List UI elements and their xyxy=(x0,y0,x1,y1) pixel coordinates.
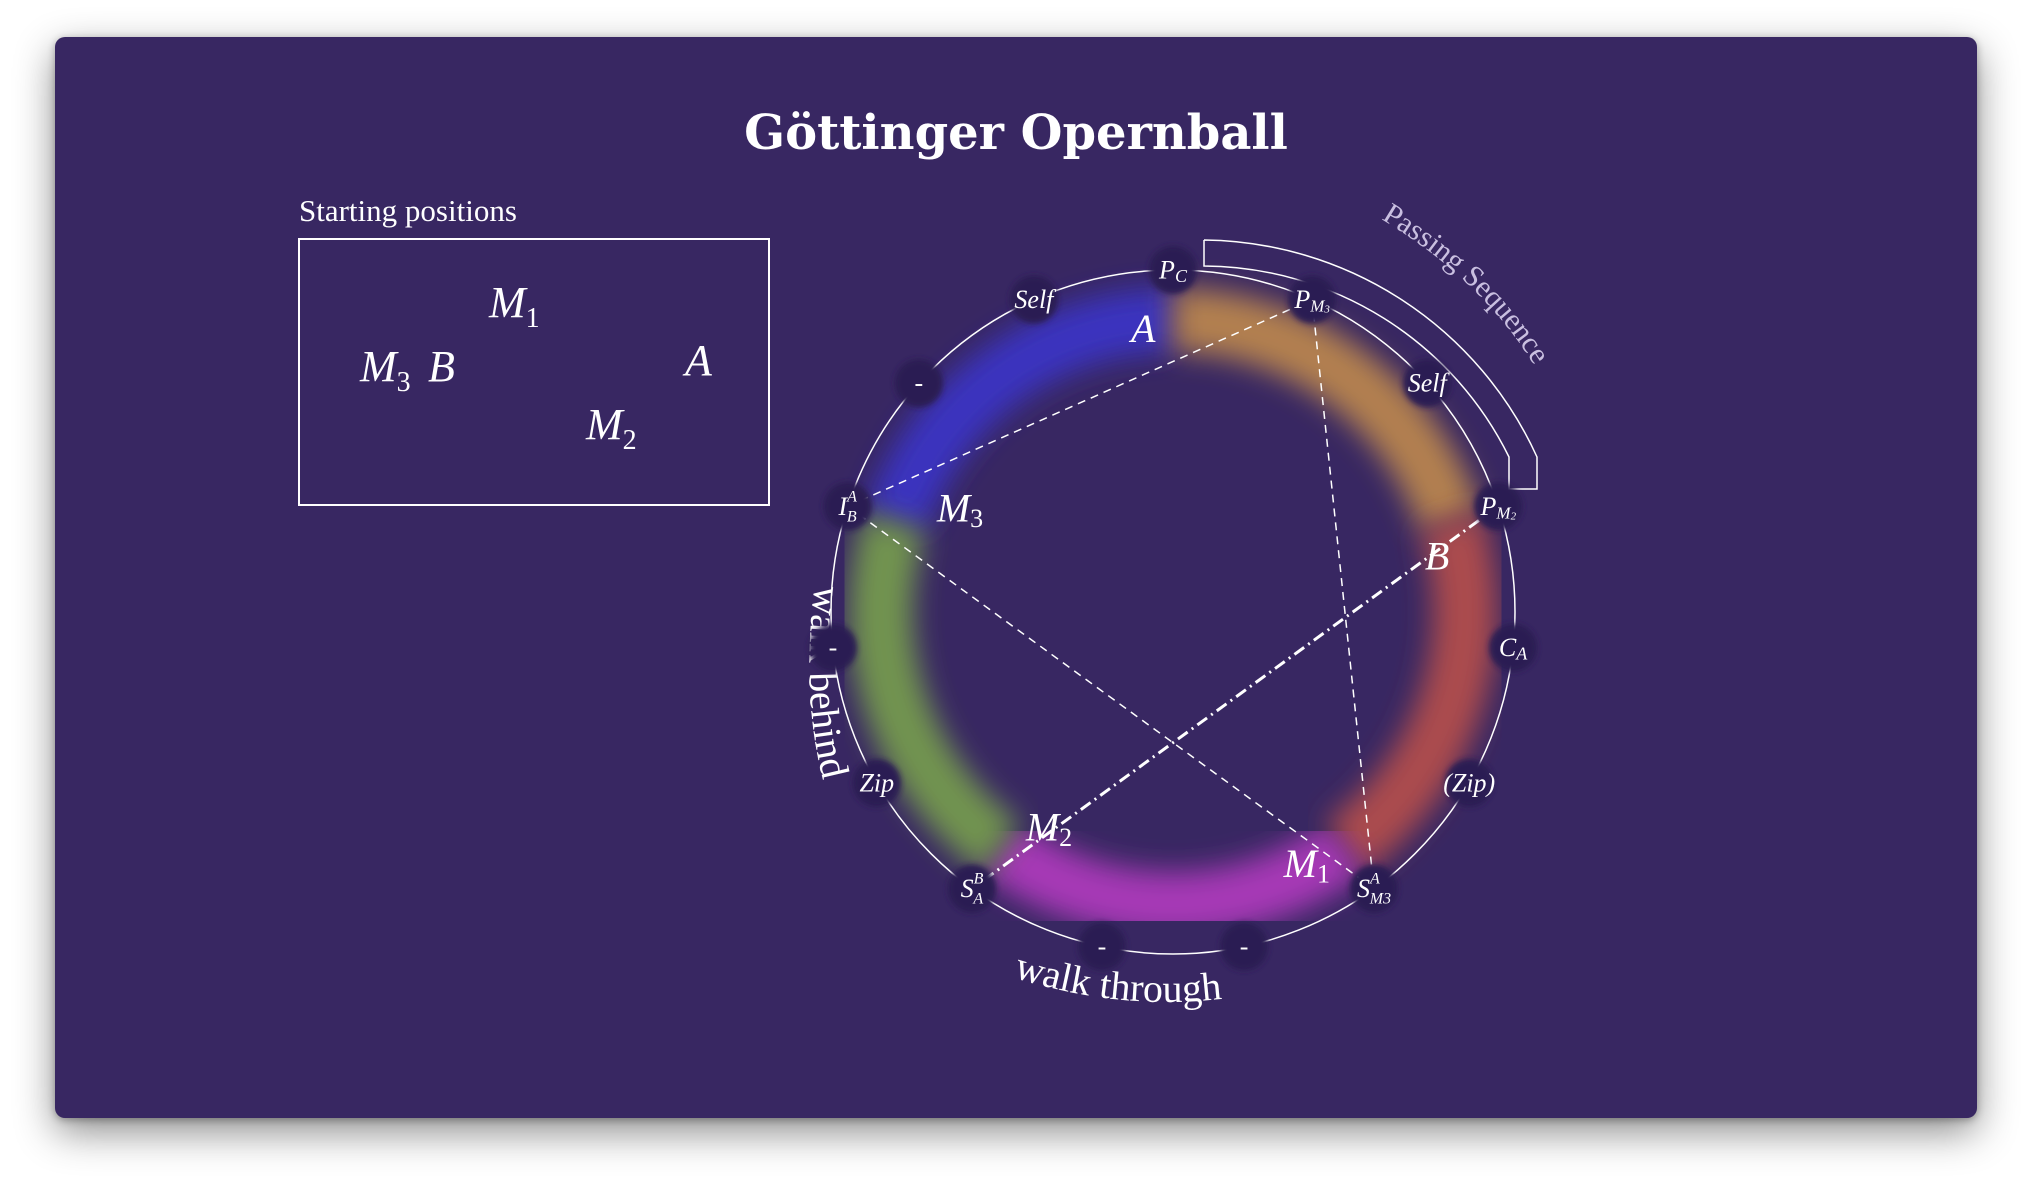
colored-ring-segments xyxy=(849,288,1497,936)
node-14: Self xyxy=(1009,275,1058,324)
node-marker xyxy=(1077,922,1126,971)
node-marker xyxy=(1445,759,1494,807)
chord-line-2 xyxy=(1311,299,1375,889)
node-0: PC xyxy=(1149,246,1197,294)
node-label: - xyxy=(914,369,923,398)
circle-dancer-0: A xyxy=(1128,306,1156,351)
circle-dancer-4: M3 xyxy=(936,486,983,533)
starting-positions-label: Starting positions xyxy=(299,193,517,228)
node-marker xyxy=(1489,623,1538,672)
ring-segment-1 xyxy=(1172,288,1482,533)
ring-segment-4 xyxy=(849,511,1021,875)
circle-dancer-3: M2 xyxy=(1025,804,1072,851)
passing-sequence-label: Passing Sequence xyxy=(1377,197,1556,370)
node-marker xyxy=(894,359,943,408)
node-marker xyxy=(1149,246,1197,294)
chord-line-1 xyxy=(847,505,1375,890)
start-dancer-m1: M1 xyxy=(489,278,540,334)
node-11: - xyxy=(808,623,857,672)
node-label: - xyxy=(1098,932,1107,961)
node-marker xyxy=(1474,482,1523,531)
node-marker xyxy=(823,482,872,531)
node-3: PM2 xyxy=(1474,482,1523,531)
node-10: Zip xyxy=(852,759,901,807)
start-dancer-m3: M3 xyxy=(360,342,411,398)
node-marker xyxy=(1009,275,1058,324)
node-marker xyxy=(948,864,996,913)
node-5: (Zip) xyxy=(1443,759,1495,807)
node-13: - xyxy=(894,359,943,408)
node-marker xyxy=(852,759,901,807)
node-marker xyxy=(1288,275,1337,324)
node-label: Zip xyxy=(859,769,894,798)
chord-line-0 xyxy=(847,298,1313,507)
circle-dancer-1: B xyxy=(1425,533,1449,578)
start-dancer-a: A xyxy=(685,336,712,385)
node-7: - xyxy=(1220,922,1269,971)
ring-segment-3 xyxy=(982,822,1364,936)
node-marker xyxy=(1220,922,1269,971)
node-1: PM3 xyxy=(1288,275,1337,324)
page-title: Göttinger Opernball xyxy=(744,105,1288,161)
node-4: CA xyxy=(1489,623,1538,672)
node-marker xyxy=(1403,359,1452,408)
start-dancer-b: B xyxy=(428,342,455,391)
node-label: Self xyxy=(1408,369,1451,398)
chord-lines xyxy=(847,298,1500,890)
node-2: Self xyxy=(1403,359,1452,408)
node-marker xyxy=(808,623,857,672)
ring-segment-2 xyxy=(1325,511,1497,875)
dance-circle-diagram: Passing Sequence walk through walk behin… xyxy=(800,197,1556,1011)
slide: Göttinger Opernball Starting positions M… xyxy=(55,37,1977,1118)
node-label: Self xyxy=(1014,285,1057,314)
node-label: (Zip) xyxy=(1443,769,1495,798)
start-dancer-m2: M2 xyxy=(586,400,637,456)
node-marker xyxy=(1350,864,1398,913)
node-label: - xyxy=(1240,932,1249,961)
node-label: - xyxy=(829,633,838,662)
ring-segment-0 xyxy=(864,288,1174,533)
starting-positions-box xyxy=(298,238,770,506)
node-8: - xyxy=(1077,922,1126,971)
